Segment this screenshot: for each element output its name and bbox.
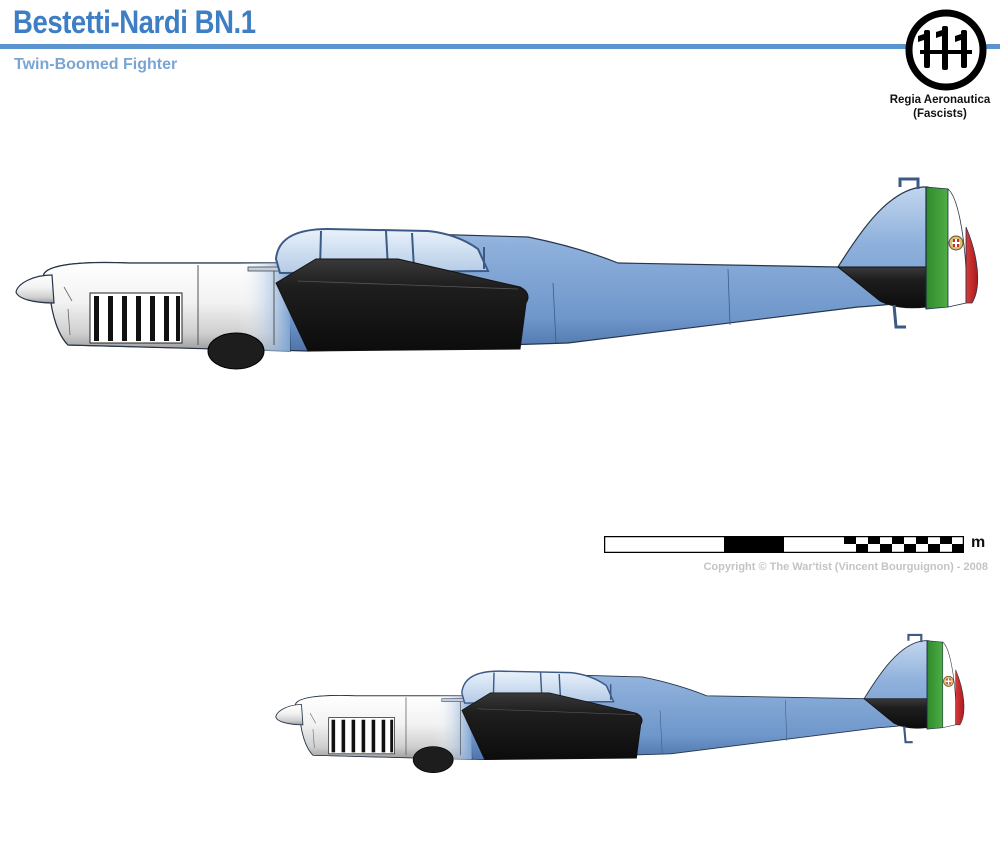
faction-qualifier: (Fascists): [913, 108, 967, 120]
page-subtitle: Twin-Boomed Fighter: [14, 56, 178, 73]
faction-name: Regia Aeronautica: [889, 94, 991, 106]
aircraft-side-view-small: [270, 632, 980, 777]
aircraft-side-view-large: [8, 175, 1000, 375]
title-divider: [0, 44, 1000, 49]
scale-unit: m: [971, 534, 986, 551]
scale-bar: [604, 536, 964, 553]
page-title: Bestetti-Nardi BN.1: [13, 4, 256, 40]
fasces-roundel-icon: [905, 9, 987, 91]
copyright-notice: Copyright © The War'tist (Vincent Bourgu…: [703, 561, 988, 573]
faction-label: Regia Aeronautica (Fascists): [880, 93, 1000, 121]
